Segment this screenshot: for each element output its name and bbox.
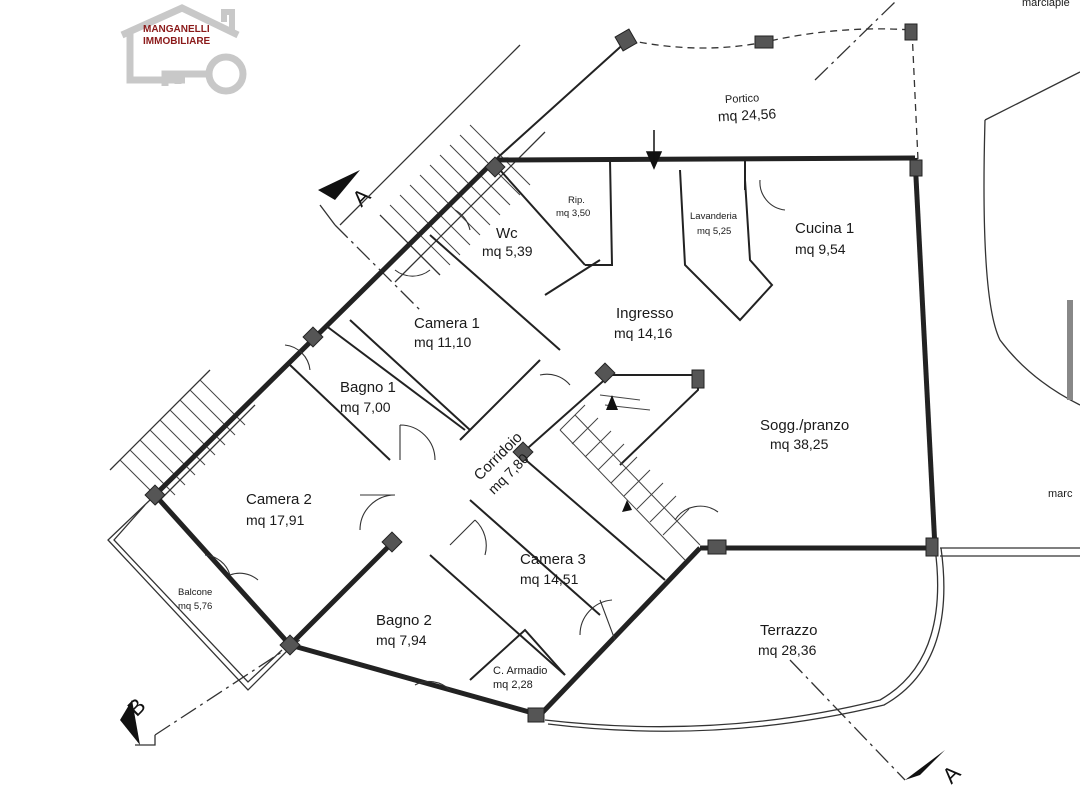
- terrace-outline: [544, 547, 945, 732]
- entrance-arrow-icon: [645, 130, 663, 170]
- room-bagno1: Bagno 1 mq 7,00: [340, 379, 396, 415]
- room-area-camera1: mq 11,10: [414, 334, 472, 350]
- doors: [204, 179, 786, 691]
- section-marker-b: B: [120, 693, 156, 746]
- logo-line-2: IMMOBILIARE: [143, 36, 211, 47]
- room-name-soggiorno: Sogg./pranzo: [760, 417, 849, 434]
- room-ingresso: Ingresso mq 14,16: [614, 305, 674, 341]
- room-area-armadio: mq 2,28: [493, 679, 533, 691]
- room-area-bagno1: mq 7,00: [340, 399, 391, 415]
- room-name-bagno1: Bagno 1: [340, 379, 396, 396]
- outside-context: marciapie marc: [940, 0, 1080, 557]
- room-terrazzo: Terrazzo mq 28,36: [758, 622, 818, 658]
- logo-line-1: MANGANELLI: [143, 24, 210, 35]
- room-ripostiglio: Rip. mq 3,50: [556, 195, 590, 219]
- walls: [153, 155, 938, 718]
- room-camera3: Camera 3 mq 14,51: [520, 551, 586, 587]
- internal-stairs: [559, 394, 701, 561]
- room-area-portico: mq 24,56: [717, 105, 776, 124]
- room-name-camera1: Camera 1: [414, 315, 480, 332]
- room-area-ripostiglio: mq 3,50: [556, 208, 590, 219]
- room-lavanderia: Lavanderia mq 5,25: [690, 211, 738, 237]
- portico-outline: [494, 28, 919, 161]
- room-name-portico: Portico: [725, 92, 760, 106]
- room-area-ingresso: mq 14,16: [614, 325, 673, 341]
- room-name-ingresso: Ingresso: [616, 305, 674, 322]
- room-armadio: C. Armadio mq 2,28: [493, 665, 547, 691]
- room-wc: Wc mq 5,39: [482, 225, 533, 259]
- room-name-armadio: C. Armadio: [493, 665, 547, 677]
- room-camera1: Camera 1 mq 11,10: [414, 315, 480, 350]
- house-key-icon: [120, 4, 247, 95]
- room-area-bagno2: mq 7,94: [376, 632, 427, 648]
- sidewalk-label-right: marc: [1048, 488, 1073, 500]
- room-area-cucina: mq 9,54: [795, 241, 846, 257]
- room-soggiorno: Sogg./pranzo mq 38,25: [760, 417, 849, 452]
- room-area-soggiorno: mq 38,25: [770, 436, 829, 452]
- room-cucina: Cucina 1 mq 9,54: [795, 220, 854, 257]
- room-name-camera3: Camera 3: [520, 551, 586, 568]
- room-name-lavanderia: Lavanderia: [690, 211, 738, 222]
- balcony-outline: [107, 499, 289, 691]
- section-lines: [154, 1, 906, 781]
- room-area-camera2: mq 17,91: [246, 512, 305, 528]
- sidewalk-label-top: marciapie: [1022, 0, 1070, 9]
- external-stairs: [109, 44, 546, 506]
- room-bagno2: Bagno 2 mq 7,94: [376, 612, 432, 648]
- section-marker-a-bottom: A: [905, 750, 966, 785]
- room-name-cucina: Cucina 1: [795, 220, 854, 237]
- room-name-ripostiglio: Rip.: [568, 195, 585, 206]
- room-name-balcone: Balcone: [178, 587, 212, 598]
- room-name-bagno2: Bagno 2: [376, 612, 432, 629]
- room-area-balcone: mq 5,76: [178, 601, 212, 612]
- room-camera2: Camera 2 mq 17,91: [246, 491, 312, 528]
- room-area-terrazzo: mq 28,36: [758, 642, 817, 658]
- room-corridoio: Corridoio mq 7,80: [471, 429, 532, 497]
- room-name-wc: Wc: [496, 225, 518, 242]
- section-a-bottom-label: A: [937, 760, 965, 785]
- logo: MANGANELLI IMMOBILIARE: [120, 4, 247, 95]
- room-balcone: Balcone mq 5,76: [178, 587, 212, 612]
- room-name-terrazzo: Terrazzo: [760, 622, 818, 639]
- room-area-wc: mq 5,39: [482, 243, 533, 259]
- room-portico: Portico mq 24,56: [717, 92, 776, 124]
- room-name-camera2: Camera 2: [246, 491, 312, 508]
- room-area-lavanderia: mq 5,25: [697, 226, 731, 237]
- section-a-top-label: A: [347, 183, 375, 211]
- room-area-camera3: mq 14,51: [520, 571, 579, 587]
- pillars: [144, 23, 939, 723]
